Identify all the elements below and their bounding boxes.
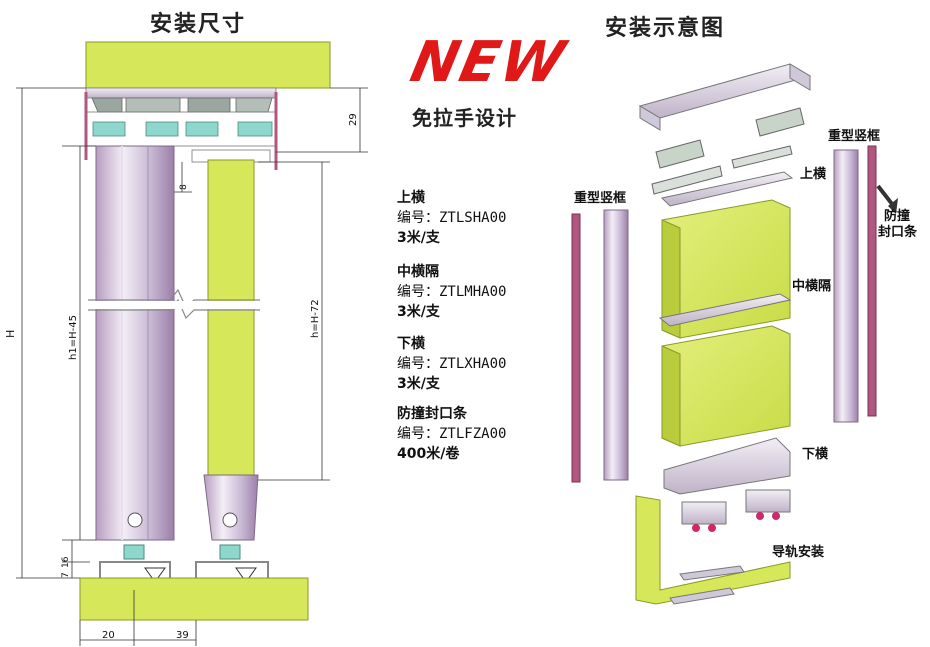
top-wheel: [145, 121, 179, 137]
dim-39: 39: [176, 630, 189, 641]
right-seal: [867, 145, 877, 417]
label-upper-rail: 上横: [800, 166, 827, 182]
spec-unit: 400米/卷: [397, 446, 460, 462]
left-door: [95, 145, 175, 541]
top-panel: [85, 41, 331, 89]
spec-code: 编号：ZTLMHA00: [397, 284, 507, 300]
left-door-screw: [127, 512, 143, 528]
lower-rail: [663, 437, 791, 495]
spec-unit: 3米/支: [397, 304, 440, 320]
break-line: [88, 288, 260, 310]
bottom-panel: [79, 577, 309, 621]
label-track-install: 导轨安装: [772, 544, 824, 560]
top-clip: [651, 165, 723, 195]
right-door: [207, 159, 255, 481]
label-right-frame: 重型竖框: [828, 128, 880, 144]
track-panel: [635, 495, 791, 605]
screw-head: [235, 567, 257, 583]
dim-h: h=H-72: [310, 299, 321, 338]
roller-unit: [745, 489, 791, 513]
top-cover: [638, 63, 812, 119]
subtitle: 免拉手设计: [412, 106, 517, 130]
roller-unit: [681, 501, 727, 525]
dim-20: 20: [102, 630, 115, 641]
track-rail: [679, 565, 745, 581]
spec-code: 编号：ZTLXHA00: [397, 356, 507, 372]
left-title: 安装尺寸: [150, 12, 247, 37]
spec-name: 中横隔: [397, 264, 439, 280]
spec-unit: 3米/支: [397, 376, 440, 392]
dim-lines: [16, 87, 368, 646]
track-rail: [669, 587, 735, 605]
top-wheel: [185, 121, 219, 137]
dim-7: 7: [61, 572, 71, 578]
seal-arrow: [876, 184, 894, 206]
upper-rail: [660, 171, 794, 207]
label-seal-2: 封口条: [878, 224, 918, 240]
right-title: 安装示意图: [605, 16, 726, 41]
top-wheel: [92, 121, 126, 137]
dim-8: 8: [179, 184, 189, 190]
top-wheel: [237, 121, 273, 137]
spec-seal-strip: 防撞封口条 编号：ZTLFZA00 400米/卷: [397, 404, 506, 464]
top-clip: [731, 145, 793, 169]
spec-name: 防撞封口条: [397, 406, 467, 422]
dim-H: H: [4, 330, 17, 338]
spec-upper-rail: 上横 编号：ZTLSHA00 3米/支: [397, 188, 506, 248]
spec-name: 下横: [397, 336, 425, 352]
bottom-track: [99, 561, 171, 578]
dim-29: 29: [348, 113, 359, 126]
top-bracket: [755, 107, 805, 137]
spec-lower-rail: 下横 编号：ZTLXHA00 3米/支: [397, 334, 506, 394]
spec-unit: 3米/支: [397, 230, 440, 246]
right-frame: [833, 149, 859, 423]
spec-name: 上横: [397, 190, 425, 206]
spec-middle-rail: 中横隔 编号：ZTLMHA00 3米/支: [397, 262, 506, 322]
left-seal: [571, 213, 581, 483]
right-door-bottom-profile: [203, 474, 259, 541]
label-middle-rail: 中横隔: [792, 278, 831, 294]
bottom-track: [195, 561, 269, 578]
dim-16: 16: [61, 556, 71, 568]
lower-panel: [661, 325, 791, 447]
bottom-wheel: [123, 544, 145, 560]
middle-rail: [658, 293, 792, 327]
bottom-wheel: [219, 544, 241, 560]
label-left-frame: 重型竖框: [574, 190, 626, 206]
left-frame: [603, 209, 629, 481]
right-door-screw: [222, 512, 238, 528]
spec-code: 编号：ZTLFZA00: [397, 426, 507, 442]
spec-code: 编号：ZTLSHA00: [397, 210, 507, 226]
screw-head: [144, 567, 166, 583]
top-bracket: [655, 139, 705, 169]
dim-h1: h1=H-45: [68, 315, 79, 360]
label-lower-rail: 下横: [802, 446, 829, 462]
label-seal-1: 防撞: [884, 208, 910, 224]
